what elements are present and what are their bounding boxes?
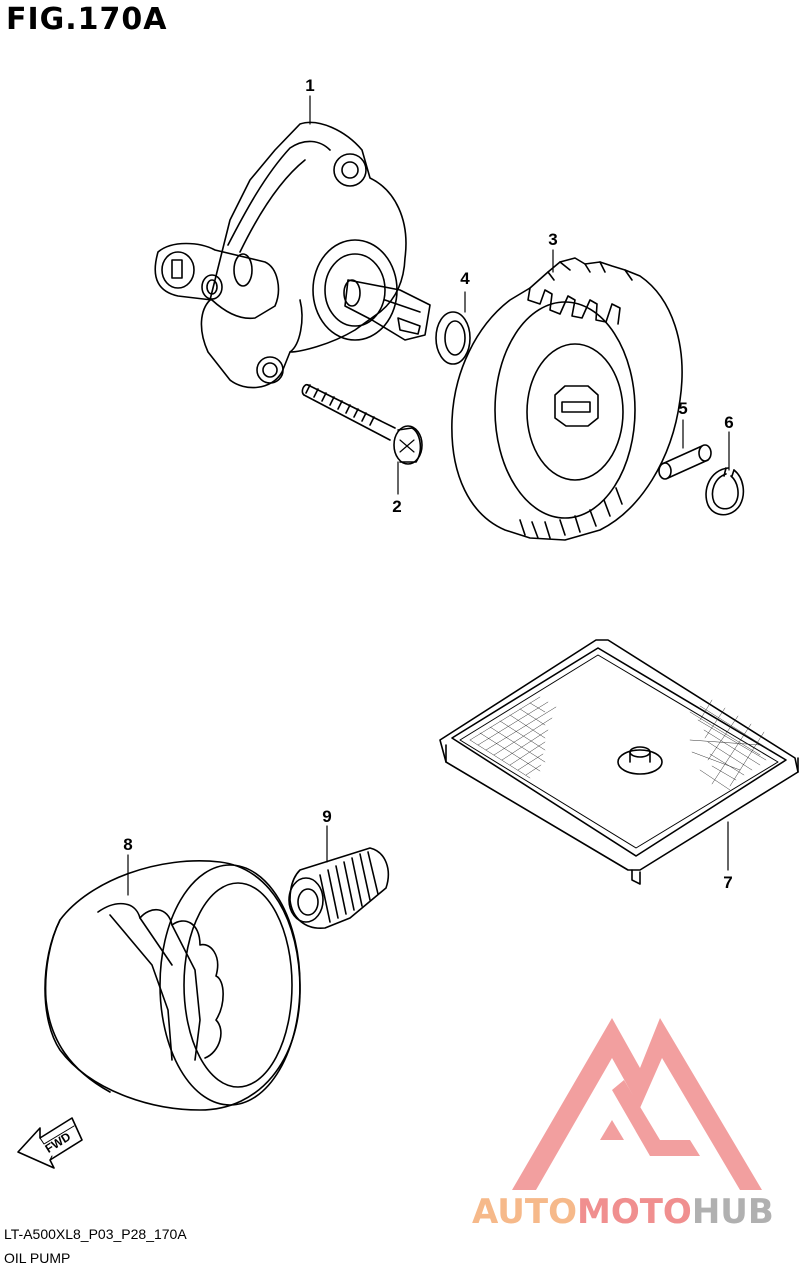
watermark-part-hub: HUB (691, 1192, 774, 1232)
callout-1-label: 1 (305, 76, 314, 95)
callout-2-label: 2 (392, 497, 401, 516)
callout-5-label: 5 (678, 399, 687, 418)
pin[interactable] (658, 444, 712, 480)
oil-filter[interactable] (44, 860, 301, 1111)
watermark-part-auto: AUTO (472, 1192, 577, 1232)
callout-3-label: 3 (548, 230, 557, 249)
watermark-logo-icon (512, 1018, 762, 1190)
watermark-text: AUTOMOTOHUB (472, 1192, 774, 1232)
bolt[interactable] (301, 383, 423, 465)
model-code: LT-A500XL8_P03_P28_170A (4, 1226, 187, 1242)
watermark-part-moto: MOTO (576, 1192, 692, 1232)
callout-9-label: 9 (322, 807, 331, 826)
callout-6-label: 6 (724, 413, 733, 432)
figure-name: OIL PUMP (4, 1250, 71, 1266)
circlip[interactable] (705, 467, 745, 516)
callout-8-label: 8 (123, 835, 132, 854)
fwd-arrow-icon (17, 1117, 83, 1169)
callout-7-label: 7 (723, 873, 732, 892)
figure-title: FIG.170A (6, 2, 168, 37)
oil-strainer[interactable] (439, 639, 799, 885)
union-bolt[interactable] (288, 847, 390, 929)
callout-4-label: 4 (460, 269, 470, 288)
oil-pump-body[interactable] (154, 121, 431, 389)
driven-gear[interactable] (451, 257, 683, 541)
washer[interactable] (435, 311, 471, 365)
